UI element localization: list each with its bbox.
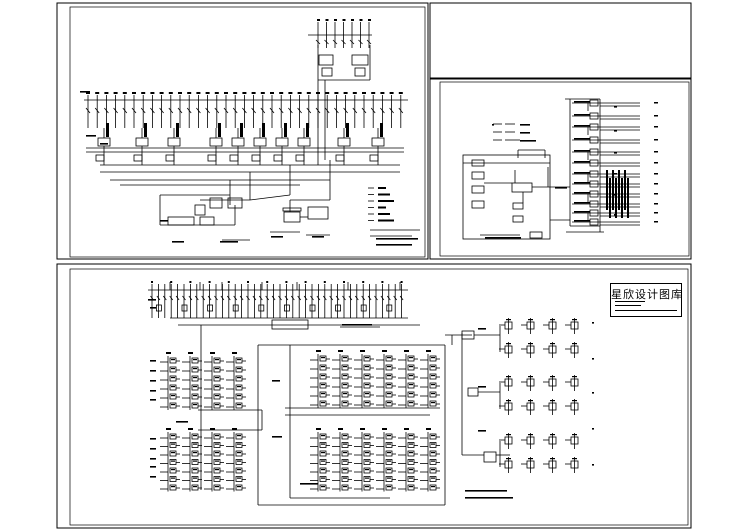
panel-frame-top-left: [56, 2, 429, 260]
mid-right-schematic: [462, 98, 658, 240]
title-block-name: 星欣设计图库: [611, 288, 683, 301]
bottom-schematic: [148, 281, 579, 506]
title-block-line: [615, 310, 677, 311]
panel-frame-bottom: [56, 263, 692, 529]
title-block-line: [615, 305, 641, 306]
top-left-schematic: [84, 19, 420, 241]
title-block-line: [615, 301, 645, 302]
drawing-annotations: [80, 91, 617, 499]
panel-frame-mid-right: [429, 78, 692, 260]
title-block-stamp: 星欣设计图库: [610, 283, 682, 317]
panel-frame-top-right: [429, 2, 692, 79]
